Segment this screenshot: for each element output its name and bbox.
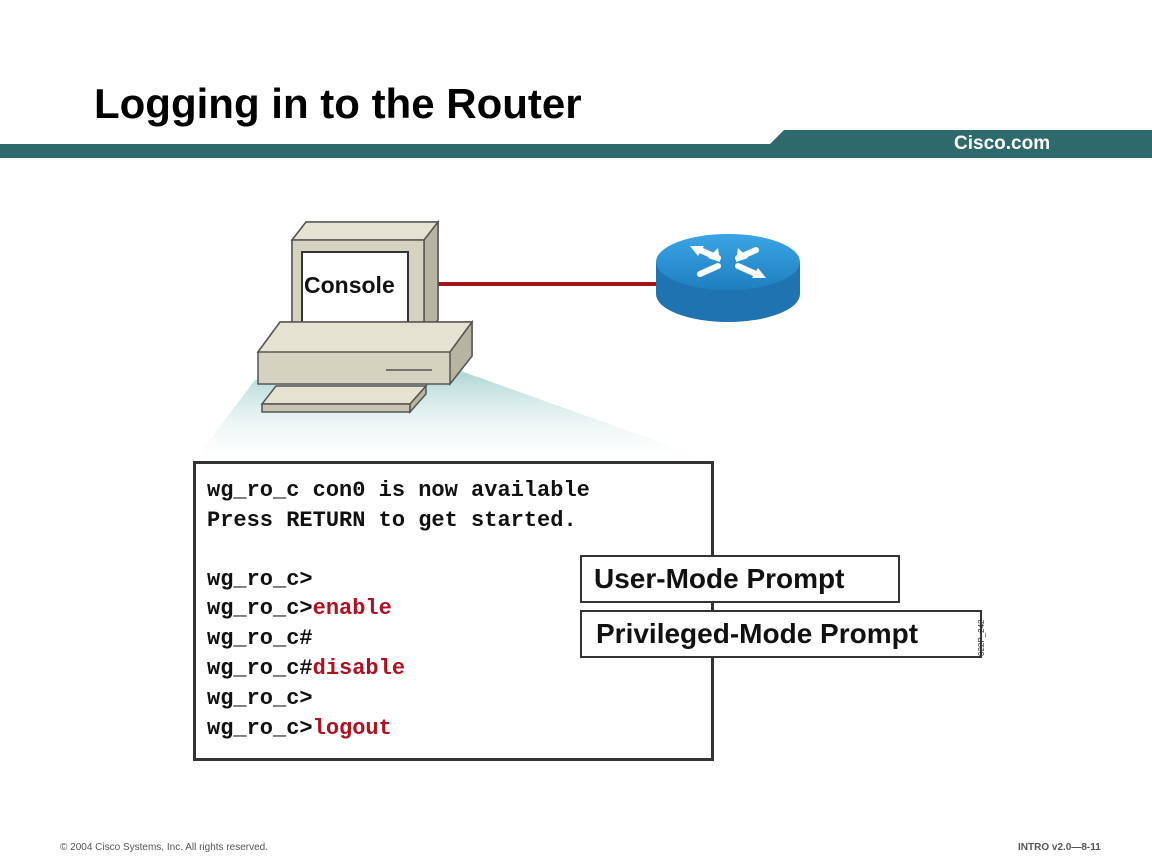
zoom-cone — [195, 360, 710, 460]
terminal-line: wg_ro_c>logout — [207, 716, 392, 741]
terminal-line: wg_ro_c# — [207, 626, 313, 651]
user-mode-callout: User-Mode Prompt — [580, 555, 900, 603]
terminal-line: wg_ro_c> — [207, 686, 313, 711]
terminal-line: wg_ro_c>enable — [207, 596, 392, 621]
copyright-text: © 2004 Cisco Systems, Inc. All rights re… — [60, 842, 269, 853]
command-text: disable — [312, 656, 406, 681]
terminal-line: wg_ro_c con0 is now available — [207, 478, 590, 503]
command-text: enable — [312, 596, 392, 621]
router-icon — [656, 234, 800, 322]
slide-title: Logging in to the Router — [94, 80, 582, 127]
privileged-mode-callout: Privileged-Mode Prompt — [580, 610, 982, 658]
header-bar — [0, 130, 1152, 158]
figure-id: 022P_242 — [977, 619, 986, 656]
terminal-line: wg_ro_c> — [207, 567, 313, 592]
terminal-line: wg_ro_c#disable — [207, 656, 406, 681]
console-label: Console — [304, 272, 395, 298]
terminal-window: wg_ro_c con0 is now available Press RETU… — [193, 461, 714, 761]
terminal-line: Press RETURN to get started. — [207, 508, 577, 533]
command-text: logout — [312, 716, 392, 741]
pc-icon — [256, 219, 474, 414]
brand-logo-text: Cisco.com — [954, 133, 1051, 154]
course-id: INTRO v2.0—8-11 — [1018, 842, 1101, 853]
